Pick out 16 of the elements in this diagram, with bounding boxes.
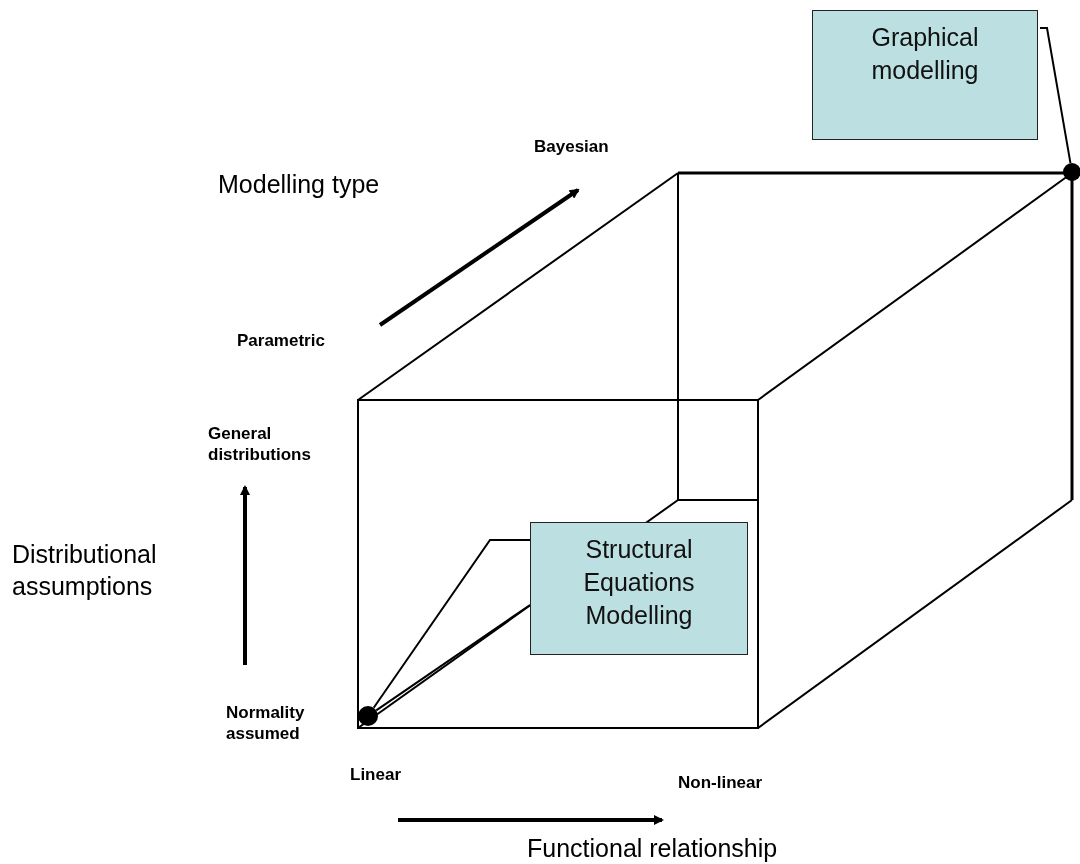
axis-label: Non-linear — [678, 772, 764, 793]
axis-label: Parametric — [237, 330, 326, 351]
point-marker — [1063, 163, 1080, 181]
axis-label: General distributions — [208, 423, 312, 465]
leader-line — [1039, 27, 1072, 165]
point-marker — [358, 706, 378, 726]
axis-label: Normality assumed — [226, 702, 306, 744]
axis-title: Modelling type — [218, 169, 381, 200]
axis-title: Distributional assumptions — [12, 539, 158, 602]
leader-line — [375, 604, 531, 712]
axis-label: Linear — [350, 764, 403, 785]
leader-line — [372, 539, 531, 709]
axis-title: Functional relationship — [527, 833, 779, 864]
label-box: Graphical modelling — [812, 10, 1038, 140]
axis-label: Bayesian — [534, 136, 610, 157]
label-box: Structural Equations Modelling — [530, 522, 748, 655]
